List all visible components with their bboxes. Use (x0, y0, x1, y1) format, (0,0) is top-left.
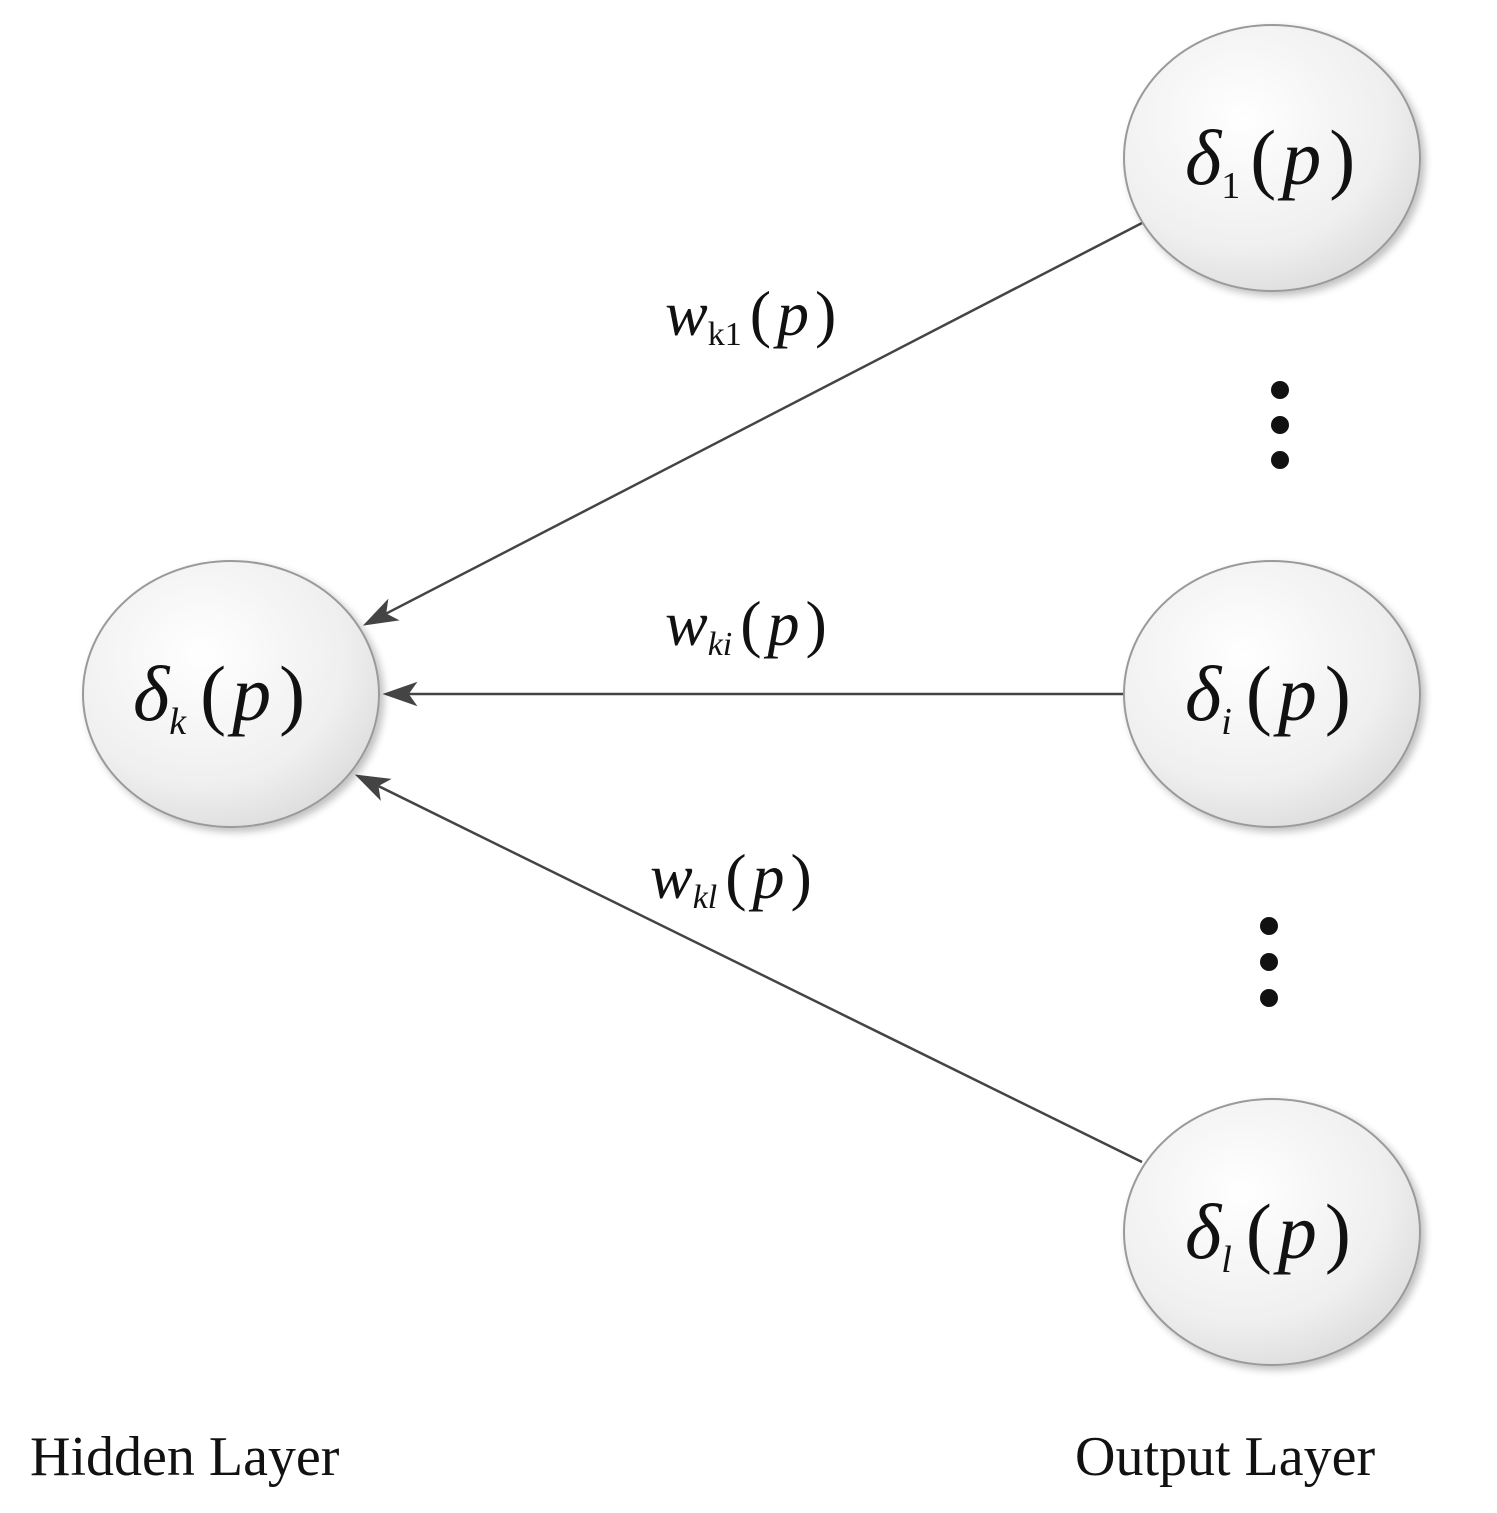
weight-arg: p (773, 278, 809, 349)
open-paren: ( (740, 588, 761, 659)
weight-symbol: w (665, 278, 708, 349)
close-paren: ) (791, 841, 812, 912)
node-arg: p (1273, 1188, 1317, 1275)
open-paren: ( (1250, 114, 1276, 201)
weight-subscript: k1 (708, 316, 742, 353)
delta-symbol: δ (133, 650, 171, 737)
weight-label-kl: wkl(p) (650, 841, 812, 916)
edge-w-k1 (362, 221, 1143, 626)
weight-arg: p (764, 588, 800, 659)
hidden-layer-label: Hidden Layer (30, 1426, 340, 1488)
node-subscript: i (1221, 701, 1232, 743)
node-subscript: k (169, 701, 187, 743)
output-node-1: δ1(p) (1123, 24, 1421, 292)
output-node-i: δi (p) (1123, 560, 1421, 828)
delta-symbol: δ (1185, 114, 1223, 201)
node-subscript: 1 (1221, 165, 1240, 207)
weight-symbol: w (665, 588, 708, 659)
close-paren: ) (815, 278, 836, 349)
vertical-ellipsis-upper (1271, 381, 1289, 469)
vertical-ellipsis-lower (1260, 917, 1278, 1007)
close-paren: ) (1325, 650, 1351, 737)
weight-subscript: ki (708, 626, 733, 663)
node-arg: p (1277, 114, 1321, 201)
weight-arg: p (749, 841, 785, 912)
open-paren: ( (725, 841, 746, 912)
node-arg: p (227, 650, 271, 737)
delta-symbol: δ (1185, 1188, 1223, 1275)
node-subscript: l (1221, 1239, 1232, 1281)
close-paren: ) (806, 588, 827, 659)
svg-text:δk(p): δk (p) (133, 650, 305, 743)
svg-text:δi(p): δi (p) (1185, 650, 1351, 743)
hidden-node-k: δk (p) (82, 560, 380, 828)
weight-subscript: kl (693, 879, 718, 916)
weight-label-k1: wk1(p) (665, 278, 836, 353)
svg-text:δ1(p): δ1(p) (1185, 114, 1355, 207)
delta-symbol: δ (1185, 650, 1223, 737)
close-paren: ) (1329, 114, 1355, 201)
weight-symbol: w (650, 841, 693, 912)
svg-text:δl(p): δl (p) (1185, 1188, 1351, 1281)
open-paren: ( (1246, 1188, 1272, 1275)
node-arg: p (1273, 650, 1317, 737)
open-paren: ( (1246, 650, 1272, 737)
open-paren: ( (750, 278, 771, 349)
close-paren: ) (1325, 1188, 1351, 1275)
open-paren: ( (200, 650, 226, 737)
weight-label-ki: wki(p) (665, 588, 827, 663)
output-layer-label: Output Layer (1075, 1426, 1375, 1488)
edge-w-kl (354, 774, 1143, 1164)
close-paren: ) (279, 650, 305, 737)
output-node-l: δl (p) (1123, 1098, 1421, 1366)
